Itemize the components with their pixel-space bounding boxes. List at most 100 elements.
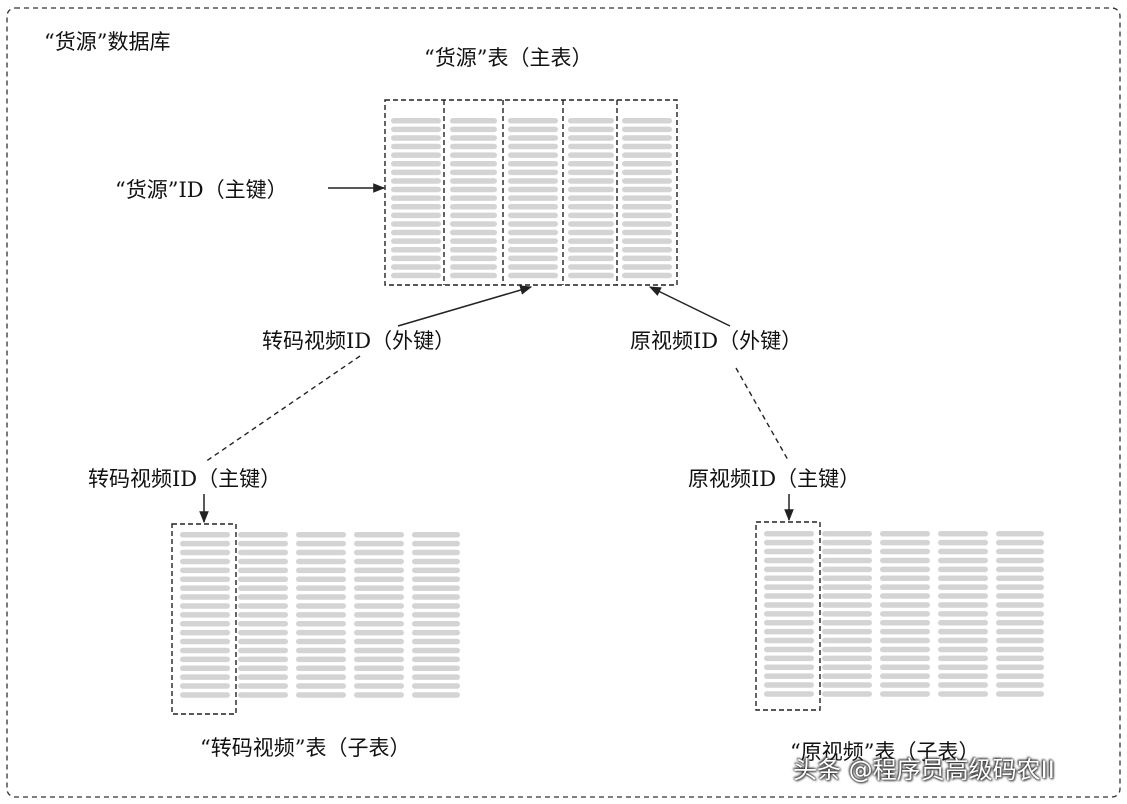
table-row-bar xyxy=(568,204,614,210)
table-row-bar xyxy=(391,272,441,279)
table-row-bar xyxy=(391,118,441,124)
table-row-bar xyxy=(764,620,814,626)
table-row-bar xyxy=(622,212,672,219)
table-row-bar xyxy=(996,628,1044,635)
table-row-bar xyxy=(938,557,988,564)
table-row-bar xyxy=(996,646,1044,653)
main-table-outline xyxy=(384,99,678,286)
table-row-bar xyxy=(238,549,288,556)
table-row-bar xyxy=(450,221,497,227)
database-boundary xyxy=(6,7,1121,798)
table-row-bar xyxy=(508,152,558,158)
table-row-bar xyxy=(354,629,404,636)
relation-link-left xyxy=(204,355,361,463)
table-row-bar xyxy=(296,612,346,618)
table-row-bar xyxy=(354,692,404,698)
table-row-bar xyxy=(764,584,814,590)
table-row-bar xyxy=(938,575,988,581)
table-row-bar xyxy=(296,594,346,600)
table-row-bar xyxy=(296,585,346,591)
table-row-bar xyxy=(508,247,558,253)
table-row-bar xyxy=(180,576,230,582)
table-row-bar xyxy=(508,186,558,193)
table-row-bar xyxy=(764,646,814,653)
table-row-bar xyxy=(880,620,930,626)
table-row-bar xyxy=(622,247,672,253)
table-row-bar xyxy=(354,567,404,574)
table-row-bar xyxy=(568,255,614,262)
table-row-bar xyxy=(568,272,614,279)
table-row-bar xyxy=(354,594,404,600)
fk-left-label: 转码视频ID（外键） xyxy=(262,329,456,353)
table-row-bar xyxy=(450,169,497,176)
child-left-table-title: “转码视频”表（子表） xyxy=(200,736,411,760)
table-row-bar xyxy=(764,539,814,546)
table-row-bar xyxy=(996,557,1044,564)
table-row-bar xyxy=(938,602,988,608)
table-row-bar xyxy=(880,548,930,555)
table-row-bar xyxy=(880,646,930,653)
table-row-bar xyxy=(996,664,1044,670)
table-row-bar xyxy=(996,655,1044,662)
table-row-bar xyxy=(996,682,1044,688)
table-row-bar xyxy=(996,531,1044,537)
child-table-right xyxy=(764,531,1044,697)
table-row-bar xyxy=(180,647,230,654)
table-row-bar xyxy=(938,655,988,662)
table-row-bar xyxy=(764,637,814,644)
table-row-bar xyxy=(622,255,672,262)
table-row-bar xyxy=(622,161,672,167)
table-row-bar xyxy=(354,683,404,689)
table-row-bar xyxy=(238,647,288,654)
table-row-bar xyxy=(296,558,346,565)
table-row-bar xyxy=(180,683,230,689)
table-row-bar xyxy=(450,143,497,150)
table-row-bar xyxy=(391,247,441,253)
table-row-bar xyxy=(568,229,614,236)
table-row-bar xyxy=(508,169,558,176)
table-row-bar xyxy=(412,594,460,600)
table-row-bar xyxy=(296,647,346,654)
table-row-bar xyxy=(508,118,558,124)
table-row-bar xyxy=(354,612,404,618)
table-row-bar xyxy=(938,664,988,670)
table-row-bar xyxy=(391,126,441,133)
table-row-bar xyxy=(508,135,558,141)
table-row-bar xyxy=(450,195,497,201)
table-row-bar xyxy=(822,548,872,555)
table-row-bar xyxy=(622,169,672,176)
table-row-bar xyxy=(354,576,404,582)
table-row-bar xyxy=(822,602,872,608)
table-row-bar xyxy=(238,532,288,538)
table-row-bar xyxy=(180,594,230,600)
table-row-bar xyxy=(938,566,988,573)
table-row-bar xyxy=(568,143,614,150)
table-row-bar xyxy=(764,673,814,679)
table-row-bar xyxy=(450,126,497,133)
table-row-bar xyxy=(238,585,288,591)
table-row-bar xyxy=(450,229,497,236)
table-row-bar xyxy=(938,584,988,590)
table-row-bar xyxy=(508,272,558,279)
table-row-bar xyxy=(880,584,930,590)
table-row-bar xyxy=(508,212,558,219)
table-row-bar xyxy=(450,212,497,219)
table-row-bar xyxy=(354,585,404,591)
table-row-bar xyxy=(450,255,497,262)
table-row-bar xyxy=(391,178,441,184)
table-row-bar xyxy=(938,531,988,537)
table-row-bar xyxy=(412,621,460,627)
table-row-bar xyxy=(180,674,230,680)
table-row-bar xyxy=(450,247,497,253)
table-row-bar xyxy=(354,656,404,663)
table-row-bar xyxy=(180,665,230,671)
table-row-bar xyxy=(764,557,814,564)
table-row-bar xyxy=(822,682,872,688)
table-row-bar xyxy=(822,539,872,546)
table-row-bar xyxy=(568,169,614,176)
table-row-bar xyxy=(996,593,1044,599)
table-row-bar xyxy=(180,621,230,627)
table-row-bar xyxy=(622,178,672,184)
table-row-bar xyxy=(450,118,497,124)
table-row-bar xyxy=(296,567,346,574)
